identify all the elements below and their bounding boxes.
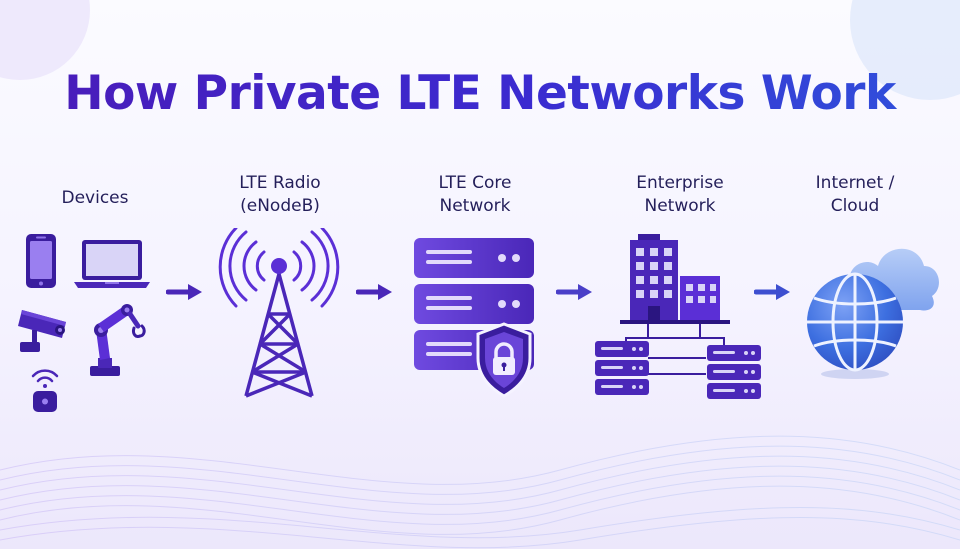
arrow-right-icon: [754, 284, 790, 300]
smartphone-icon: [26, 234, 56, 288]
page-title: How Private LTE Networks Work: [0, 66, 960, 121]
security-camera-icon: [18, 310, 66, 352]
iot-sensor-icon: [31, 369, 59, 412]
robotic-arm-icon: [90, 304, 146, 376]
arrow-right-icon: [556, 284, 592, 300]
stage-label-enterprise: Enterprise Network: [636, 173, 724, 216]
stage-label-lte-radio: LTE Radio (eNodeB): [239, 173, 321, 216]
server-rack-icon: [707, 345, 761, 399]
stage-label-devices: Devices: [61, 188, 129, 208]
office-building-icon: [620, 234, 730, 324]
stage-label-internet-cloud: Internet / Cloud: [815, 173, 895, 216]
lock-shield-icon: [476, 322, 532, 398]
cell-tower-icon: [218, 228, 340, 398]
server-rack-icon: [595, 341, 649, 395]
stage-label-lte-core: LTE Core Network: [438, 173, 512, 216]
arrow-right-icon: [356, 284, 392, 300]
arrow-right-icon: [166, 284, 202, 300]
server-stack-icon: [414, 238, 534, 370]
laptop-icon: [74, 240, 150, 288]
globe-icon: [807, 272, 903, 379]
